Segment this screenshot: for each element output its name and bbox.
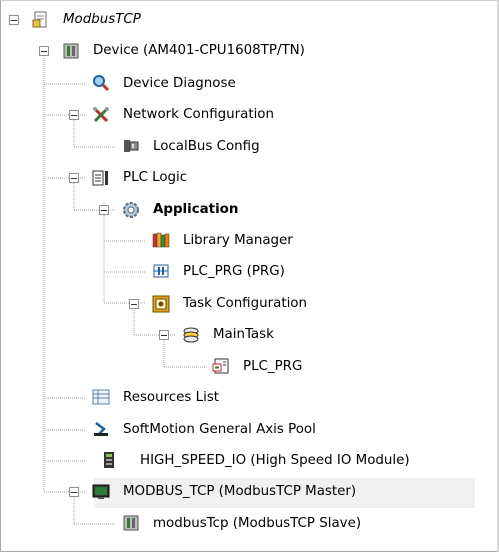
collapse-toggle[interactable] bbox=[9, 15, 19, 25]
tree-node-device[interactable]: Device (AM401-CPU1608TP/TN) bbox=[0, 40, 340, 62]
program-call-icon bbox=[212, 358, 229, 374]
tree-node-label: SoftMotion General Axis Pool bbox=[123, 422, 316, 437]
io-module-icon bbox=[104, 452, 114, 468]
slave-device-icon bbox=[123, 515, 139, 531]
tree-node-plc-prg[interactable]: PLC_PRG bbox=[0, 356, 340, 378]
tree-node-modbus-tcp-master[interactable]: MODBUS_TCP (ModbusTCP Master) bbox=[0, 481, 470, 503]
tree-node-label: modbusTcp (ModbusTCP Slave) bbox=[153, 516, 362, 531]
tree-node-network-configuration[interactable]: Network Configuration bbox=[0, 104, 300, 126]
collapse-toggle[interactable] bbox=[129, 299, 139, 309]
tree-node-resources-list[interactable]: Resources List bbox=[0, 387, 260, 409]
panel-edge bbox=[497, 0, 499, 552]
list-icon bbox=[92, 389, 110, 405]
collapse-toggle[interactable] bbox=[69, 173, 79, 183]
plc-logic-icon bbox=[92, 170, 108, 186]
localbus-icon bbox=[124, 140, 139, 152]
axis-icon bbox=[94, 422, 108, 436]
task-config-icon bbox=[152, 295, 170, 313]
tree-node-label: MODBUS_TCP (ModbusTCP Master) bbox=[123, 484, 357, 499]
tools-icon bbox=[93, 107, 109, 123]
tree-node-label: HIGH_SPEED_IO (High Speed IO Module) bbox=[140, 453, 410, 468]
tree-node-label: ModbusTCP bbox=[63, 12, 141, 27]
tree-node-label: Device Diagnose bbox=[123, 76, 236, 91]
tree-node-label: MainTask bbox=[213, 327, 274, 342]
tree-node-label: Task Configuration bbox=[183, 296, 307, 311]
tree-node-label: PLC_PRG (PRG) bbox=[183, 264, 285, 279]
collapse-toggle[interactable] bbox=[69, 487, 79, 497]
tree-node-plc-prg-prg[interactable]: PLC_PRG (PRG) bbox=[0, 261, 320, 283]
tree-node-maintask[interactable]: MainTask bbox=[0, 324, 300, 346]
monitor-icon bbox=[92, 484, 110, 499]
tree-node-softmotion[interactable]: SoftMotion General Axis Pool bbox=[0, 419, 360, 441]
device-icon bbox=[63, 43, 79, 59]
tree-node-modbustcp[interactable]: ModbusTCP bbox=[0, 9, 200, 31]
collapse-toggle[interactable] bbox=[39, 46, 49, 56]
project-icon bbox=[32, 11, 47, 28]
library-icon bbox=[152, 232, 170, 248]
tree-node-task-configuration[interactable]: Task Configuration bbox=[0, 293, 340, 315]
tree-node-localbus-config[interactable]: LocalBus Config bbox=[0, 136, 280, 158]
tree-node-application[interactable]: Application bbox=[0, 199, 260, 221]
collapse-toggle[interactable] bbox=[99, 205, 109, 215]
tree-node-label: Application bbox=[153, 202, 239, 217]
collapse-toggle[interactable] bbox=[159, 330, 169, 340]
selection-highlight bbox=[94, 478, 475, 508]
tree-node-library-manager[interactable]: Library Manager bbox=[0, 230, 320, 252]
collapse-toggle[interactable] bbox=[69, 110, 79, 120]
program-icon bbox=[153, 264, 169, 278]
tree-node-label: Resources List bbox=[123, 390, 220, 405]
magnifier-icon bbox=[93, 75, 110, 92]
tree-node-device-diagnose[interactable]: Device Diagnose bbox=[0, 73, 260, 95]
tree-node-label: PLC Logic bbox=[123, 170, 188, 185]
task-icon bbox=[183, 327, 199, 343]
tree-node-plc-logic[interactable]: PLC Logic bbox=[0, 167, 200, 189]
tree-node-label: LocalBus Config bbox=[153, 139, 260, 154]
tree-node-label: PLC_PRG bbox=[243, 359, 303, 374]
tree-node-label: Library Manager bbox=[183, 233, 293, 248]
tree-node-label: Device (AM401-CPU1608TP/TN) bbox=[93, 43, 305, 58]
gear-icon bbox=[123, 202, 139, 218]
tree-node-high-speed-io[interactable]: HIGH_SPEED_IO (High Speed IO Module) bbox=[0, 450, 460, 472]
tree-node-modbus-tcp-slave[interactable]: modbusTcp (ModbusTCP Slave) bbox=[0, 513, 400, 535]
tree-node-label: Network Configuration bbox=[123, 107, 274, 122]
